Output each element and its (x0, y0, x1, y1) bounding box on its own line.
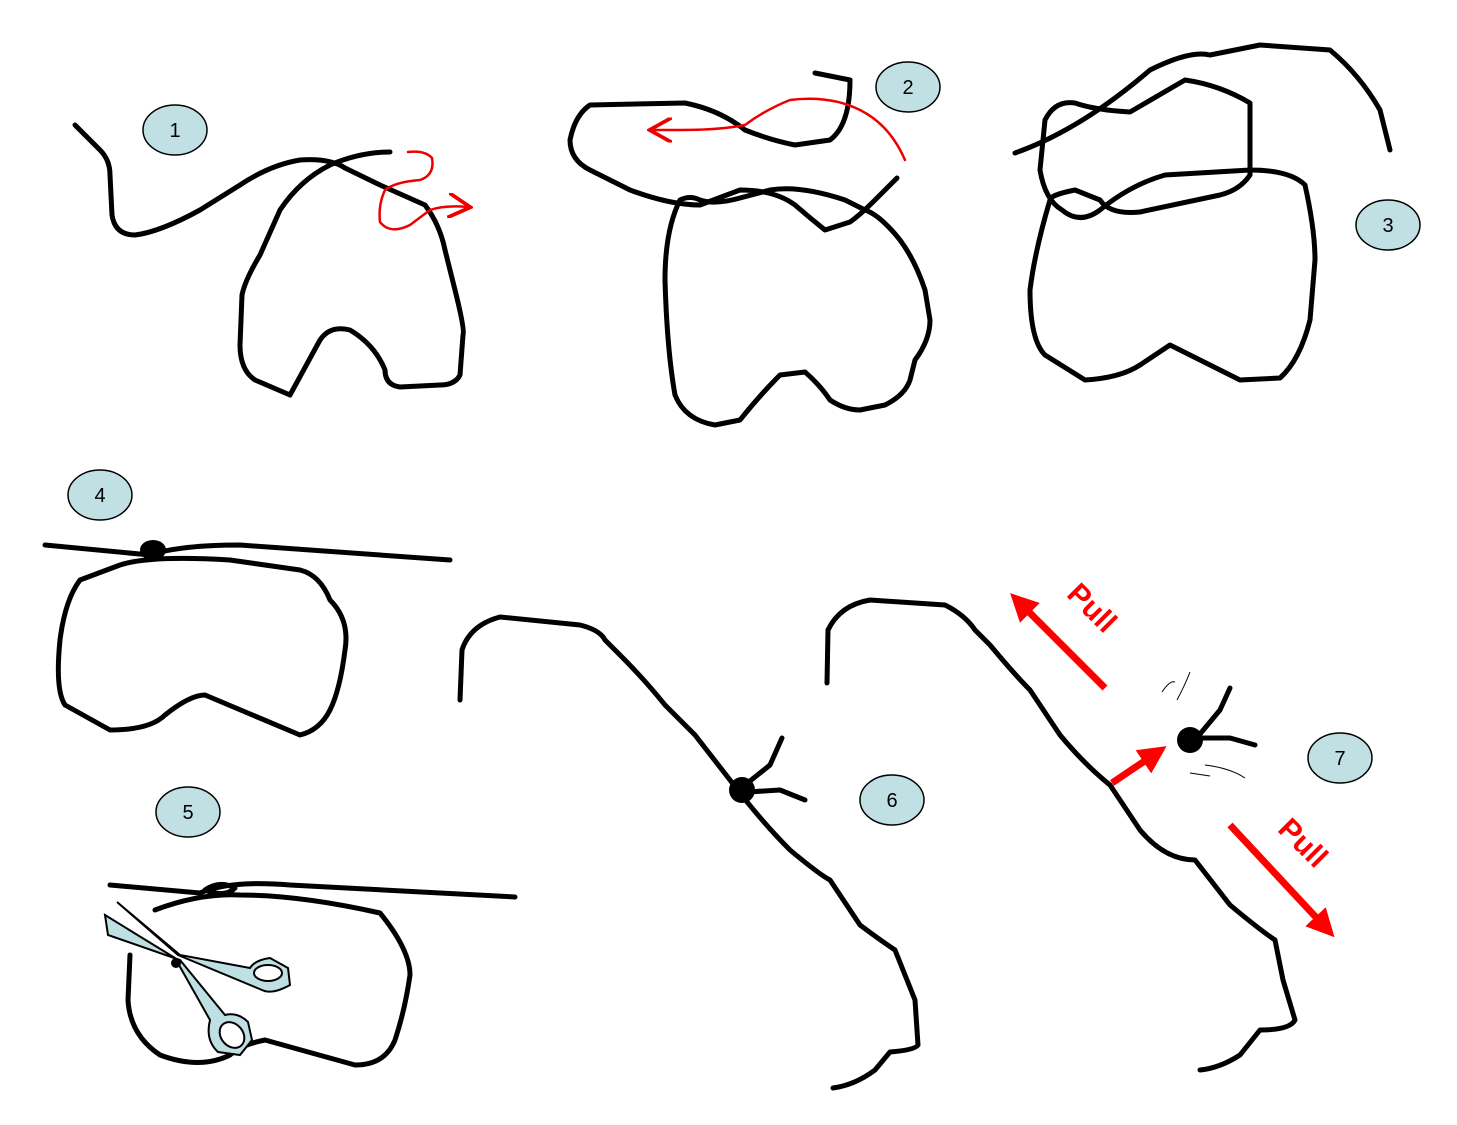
step-badge-2: 2 (875, 61, 941, 113)
panel-4 (42, 540, 453, 738)
tooth-profile (824, 597, 1298, 1073)
svg-text:3: 3 (1382, 215, 1393, 237)
step-badge-6: 6 (859, 774, 925, 826)
svg-text:7: 7 (1334, 748, 1345, 770)
tooth-profile (457, 614, 921, 1091)
step-badge-5: 5 (155, 786, 221, 838)
tooth (662, 186, 933, 428)
thread (1012, 42, 1393, 156)
svg-text:6: 6 (886, 790, 897, 812)
thread (42, 542, 453, 563)
panel-1 (72, 122, 468, 398)
svg-text:1: 1 (169, 120, 180, 142)
tooth-with-thread (72, 122, 466, 398)
step-badge-4: 4 (67, 469, 133, 521)
motion-lines (1161, 671, 1246, 779)
svg-text:5: 5 (182, 802, 193, 824)
pull-arrow-up (1010, 593, 1108, 691)
knot-tails (742, 735, 808, 803)
thread-path-arrow (378, 150, 468, 231)
knot (140, 540, 166, 560)
step-badge-7: 7 (1307, 732, 1373, 784)
push-arrow (1110, 746, 1167, 786)
pull-arrow-down (1227, 822, 1335, 938)
tooth (55, 555, 349, 738)
panel-3 (1012, 42, 1393, 383)
thread-path-arrow (652, 97, 907, 162)
thread-loop (567, 70, 900, 233)
svg-text:2: 2 (902, 77, 913, 99)
knot-tails (1192, 685, 1258, 748)
svg-text:4: 4 (94, 485, 105, 507)
thread (107, 881, 518, 900)
pull-label-lower: Pull (1272, 812, 1334, 874)
scissors-icon (103, 901, 292, 1057)
step-badge-1: 1 (142, 104, 208, 156)
knot (1177, 727, 1203, 753)
panel-6 (457, 614, 921, 1091)
tooth (125, 892, 413, 1068)
step-badge-3: 3 (1355, 199, 1421, 251)
panel-2 (567, 70, 933, 428)
knot (729, 777, 755, 803)
panel-5 (103, 881, 518, 1068)
tooth-with-loop (1027, 77, 1318, 383)
pull-label-upper: Pull (1061, 577, 1123, 639)
